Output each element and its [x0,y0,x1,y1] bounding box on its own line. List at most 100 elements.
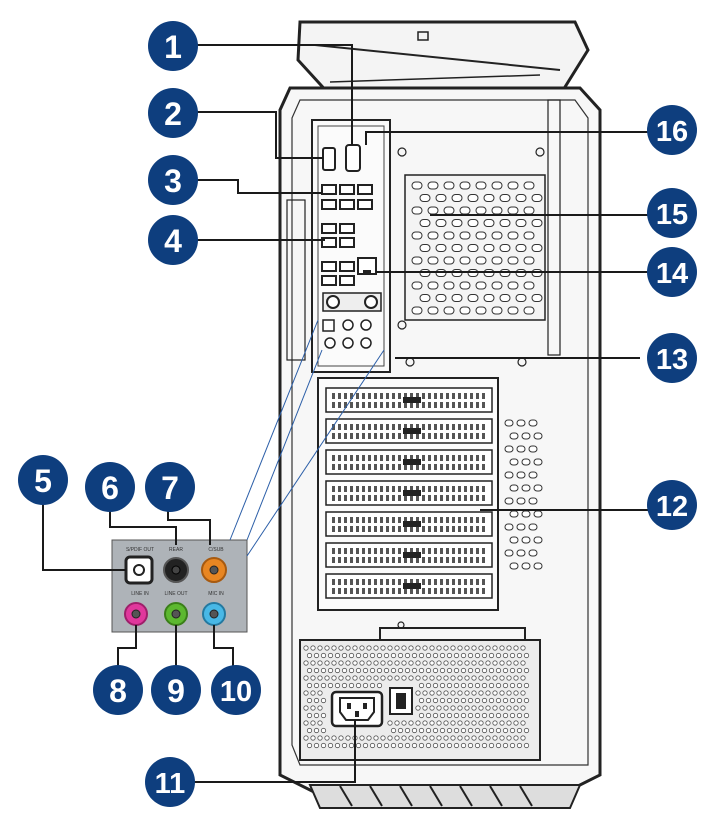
psu-vent-hole [499,675,505,681]
psu-vent-hole [418,682,425,689]
psu-vent-hole [320,742,327,749]
psu-vent-hole [439,667,446,674]
psu-vent-hole [464,705,470,711]
psu-vent-hole [481,667,488,674]
vent-hole [533,432,543,440]
psu-vent-hole [380,645,386,651]
vent-hole [427,231,439,240]
psu-vent-hole [404,667,411,674]
psu-vent-hole [317,705,323,711]
psu-vent-hole [502,697,509,704]
psu-vent-hole [303,690,309,696]
psu-vent-hole [478,705,484,711]
psu-vent-hole [485,660,491,666]
psu-vent-hole [513,705,519,711]
vent-hole [509,536,519,544]
psu-vent-hole [369,652,376,659]
psu-vent-hole [425,727,432,734]
vent-hole [533,458,543,466]
psu-vent-hole [303,720,309,726]
psu-vent-hole [439,682,446,689]
psu-vent-hole [362,652,369,659]
svg-text:3: 3 [164,163,182,199]
psu-vent-hole [320,652,327,659]
psu-vent-hole [488,682,495,689]
vent-hole [528,549,538,557]
psu-vent-hole [523,742,530,749]
psu-vent-hole [310,720,316,726]
psu-vent-hole [478,660,484,666]
psu-vent-hole [471,675,477,681]
vent-hole [528,445,538,453]
psu-vent-hole [436,660,442,666]
psu-vent-hole [446,697,453,704]
psu-vent-hole [401,675,407,681]
vent-hole [507,206,519,215]
psu-vent-hole [499,645,505,651]
callout-5: 5 [18,455,68,505]
psu-vent-hole [488,727,495,734]
psu-vent-hole [516,697,523,704]
psu-vent-hole [415,720,421,726]
psu-vent-hole [474,742,481,749]
psu-vent-hole [513,690,519,696]
vent-hole [435,294,447,302]
vent-hole [523,281,535,290]
psu-vent-hole [457,660,463,666]
psu-vent-hole [415,675,421,681]
psu-vent-hole [359,675,365,681]
psu-vent-hole [523,652,530,659]
svg-text:6: 6 [101,470,119,506]
psu-vent-hole [429,720,435,726]
vent-hole [523,206,535,215]
psu-vent-hole [464,690,470,696]
slot-cover [325,511,493,537]
psu-vent-hole [460,652,467,659]
psu-vent-hole [324,660,330,666]
psu-vent-hole [488,697,495,704]
psu-vent-hole [471,690,477,696]
vent-hole [533,562,543,570]
vent-hole [427,181,439,190]
psu-vent-hole [422,705,428,711]
psu-vent-hole [453,697,460,704]
psu-vent-hole [446,712,453,719]
psu-vent-hole [387,660,393,666]
vent-hole [491,256,503,265]
psu-vent-hole [415,735,421,741]
vent-hole [504,471,514,479]
psu-vent-hole [516,727,523,734]
vent-hole [459,306,471,315]
psu-vent-hole [310,660,316,666]
psu-vent-hole [341,682,348,689]
psu-vent-hole [474,682,481,689]
psu-vent-hole [408,660,414,666]
psu-vent-hole [443,645,449,651]
power-supply [299,621,541,761]
callout-11: 11 [145,757,195,807]
psu-vent-hole [425,667,432,674]
psu-vent-hole [485,675,491,681]
vent-hole [491,281,503,290]
vent-hole [475,281,487,290]
psu-vent-hole [506,660,512,666]
psu-vent-hole [432,712,439,719]
psu-vent-hole [341,667,348,674]
psu-vent-hole [464,675,470,681]
psu-vent-hole [509,697,516,704]
psu-vent-hole [509,652,516,659]
psu-vent-hole [390,727,397,734]
psu-vent-hole [520,675,526,681]
psu-vent-hole [317,645,323,651]
psu-vent-hole [485,720,491,726]
psu-vent-hole [334,682,341,689]
psu-vent-hole [520,690,526,696]
vent-hole [531,294,543,302]
psu-vent-hole [348,667,355,674]
vent-hole [451,194,463,202]
psu-vent-hole [478,645,484,651]
vent-hole [507,306,519,315]
psu-vent-hole [509,742,516,749]
psu-vent-hole [495,742,502,749]
vent-hole [533,536,543,544]
